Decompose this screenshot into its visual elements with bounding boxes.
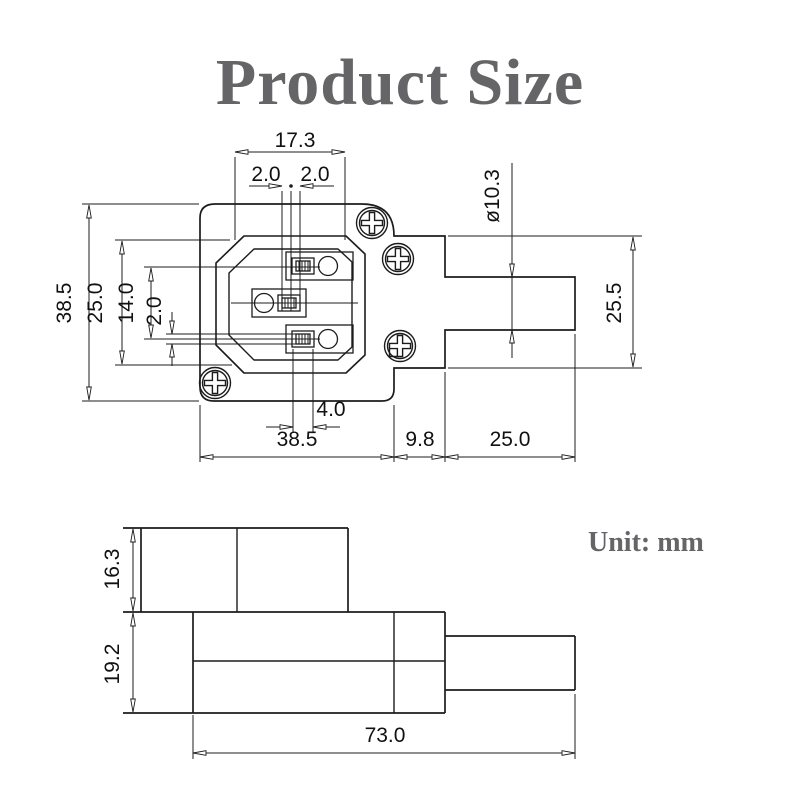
dim-pin-span: 14.0 — [115, 283, 138, 324]
dim-upper-height: 16.3 — [101, 549, 124, 590]
contact-middle — [251, 288, 307, 318]
dim-total-length: 73.0 — [365, 724, 406, 747]
socket-recess-inner — [228, 248, 353, 361]
dim-cable-diameter: ø10.3 — [481, 169, 504, 223]
dim-flange-width: 38.5 — [277, 428, 318, 451]
dim-pin-offset-left: 2.0 — [251, 163, 280, 186]
dim-cable-stub: 25.0 — [490, 428, 531, 451]
dim-socket-width: 17.3 — [275, 129, 316, 152]
side-view-outline — [123, 527, 576, 714]
connector-outline — [199, 203, 576, 402]
front-view-dimension-labels: 17.3 2.0 2.0 ø10.3 25.5 38.5 25.0 14.0 2… — [53, 129, 626, 451]
front-view-dimension-lines — [82, 149, 642, 462]
side-view: 16.3 19.2 73.0 — [101, 527, 576, 759]
screws — [198, 206, 417, 400]
screw-icon — [383, 329, 417, 363]
screw-icon — [381, 242, 415, 276]
side-view-dimension-lines — [130, 528, 576, 759]
screw-icon — [355, 206, 389, 240]
dim-recess-height: 25.0 — [84, 283, 107, 324]
screw-icon — [198, 366, 232, 400]
dim-lower-height: 19.2 — [101, 644, 124, 685]
side-view-dimension-labels: 16.3 19.2 73.0 — [101, 549, 405, 747]
cable-stub — [445, 635, 576, 691]
dim-slot-height: 2.0 — [143, 296, 166, 325]
dim-pin-offset-right: 2.0 — [300, 163, 329, 186]
contact-top — [285, 251, 354, 281]
socket-contacts — [231, 251, 358, 354]
page-title: Product Size — [216, 46, 584, 119]
dim-slot-width: 4.0 — [316, 398, 345, 421]
front-view: 17.3 2.0 2.0 ø10.3 25.5 38.5 25.0 14.0 2… — [53, 129, 642, 462]
dim-body-depth: 9.8 — [405, 428, 434, 451]
contact-bottom — [285, 324, 354, 354]
dim-flange-height: 38.5 — [53, 283, 76, 324]
unit-label: Unit: mm — [588, 527, 704, 558]
socket-recess-outer — [215, 235, 366, 374]
dim-body-height: 25.5 — [603, 283, 626, 324]
